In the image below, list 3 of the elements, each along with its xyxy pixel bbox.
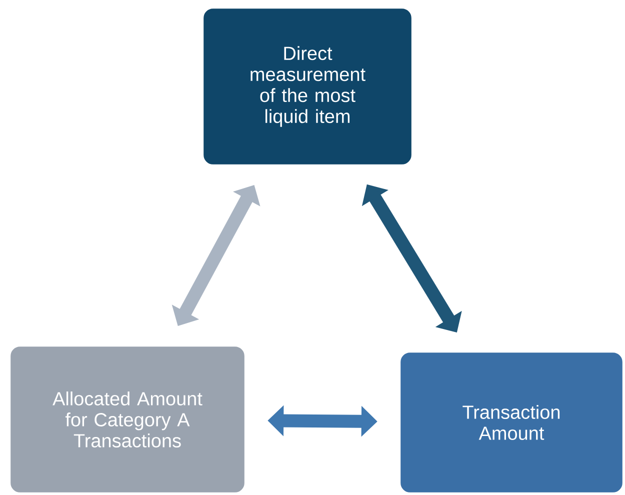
process-box: Direct measurement of the most liquid item — [202, 7, 413, 166]
process-box: Allocated Amount for Category A Transactions — [9, 345, 246, 494]
process-box: Transaction Amount — [399, 351, 624, 494]
